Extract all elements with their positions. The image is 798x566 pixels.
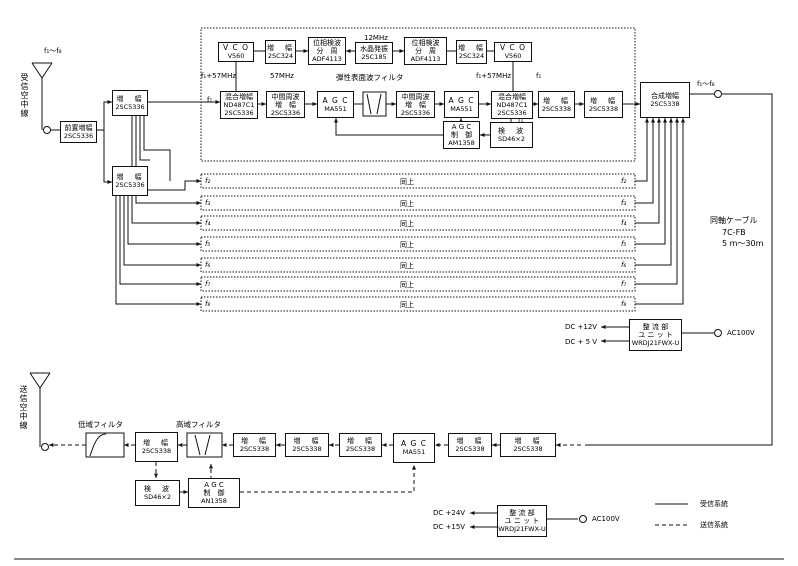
f1-plus-57-label-2: f₁+57MHz	[476, 72, 512, 80]
ch2-text: 同上	[400, 178, 414, 186]
ch4-out: f₄	[621, 219, 627, 227]
ch8-text: 同上	[400, 301, 414, 309]
rx-connector-icon	[43, 126, 51, 134]
psu-rx-connector-icon	[714, 329, 722, 337]
ch7-in: f₇	[205, 280, 211, 288]
ch6-out: f₆	[621, 261, 627, 269]
saw-filter-icon	[362, 91, 387, 117]
f1-label-2: f₁	[536, 72, 542, 80]
lpf-label: 低域フィルタ	[78, 420, 123, 429]
psu-rx-ac-label: AC100V	[727, 329, 755, 337]
hpf-label: 高域フィルタ	[176, 420, 221, 429]
f-range-label: f₁〜f₈	[44, 47, 62, 55]
ch8-in: f₈	[205, 300, 211, 308]
psu-rx-dc1-label: DC +12V	[565, 323, 598, 331]
tx-connector-icon	[41, 443, 49, 451]
channel-rows	[200, 173, 636, 312]
cable-label-3: 5 m〜30m	[722, 239, 764, 248]
cable-label-1: 同軸ケーブル	[710, 216, 758, 225]
tx-antenna-label: 送信空中線	[19, 385, 28, 430]
ch5-in: f₅	[205, 240, 211, 248]
lpf-icon	[85, 432, 125, 458]
psu-tx-dc2-label: DC +15V	[433, 523, 466, 531]
psu-tx-connector-icon	[579, 515, 587, 523]
f-range-out-label: f₁〜f₈	[697, 80, 715, 88]
f1-input-label: f₁	[207, 96, 213, 104]
ch5-out: f₅	[621, 240, 627, 248]
ch2-out: f₂	[621, 177, 627, 185]
ch7-out: f₇	[621, 280, 627, 288]
tx-antenna-icon	[29, 372, 51, 447]
rx-antenna-icon	[31, 62, 53, 130]
cable-label-2: 7C-FB	[722, 228, 746, 237]
ch4-text: 同上	[400, 220, 414, 228]
ch3-out: f₃	[621, 199, 627, 207]
f1-label-3: f₁	[518, 116, 524, 124]
ch7-text: 同上	[400, 281, 414, 289]
57mhz-label: 57MHz	[270, 72, 294, 80]
psu-tx-ac-label: AC100V	[592, 515, 620, 523]
psu-rx-dc2-label: DC + 5 V	[565, 338, 598, 346]
legend-tx-label: 送信系統	[700, 521, 728, 529]
ch3-text: 同上	[400, 200, 414, 208]
legend-rx-label: 受信系統	[700, 500, 728, 508]
rx-out-connector-icon	[714, 90, 722, 98]
ch2-in: f₂	[205, 177, 211, 185]
psu-tx-dc1-label: DC +24V	[433, 509, 466, 517]
ch6-text: 同上	[400, 262, 414, 270]
f1-plus-57-label: f₁+57MHz	[201, 72, 237, 80]
rx-antenna-label: 受信空中線	[20, 73, 29, 118]
xtal-freq-label: 12MHz	[364, 34, 388, 42]
ch3-in: f₃	[205, 199, 211, 207]
module-border	[200, 27, 636, 162]
ch8-out: f₈	[621, 300, 627, 308]
ch5-text: 同上	[400, 241, 414, 249]
saw-label: 弾性表面波フィルタ	[336, 73, 404, 82]
hpf-icon	[186, 432, 223, 458]
ch4-in: f₄	[205, 219, 211, 227]
ch6-in: f₆	[205, 261, 211, 269]
